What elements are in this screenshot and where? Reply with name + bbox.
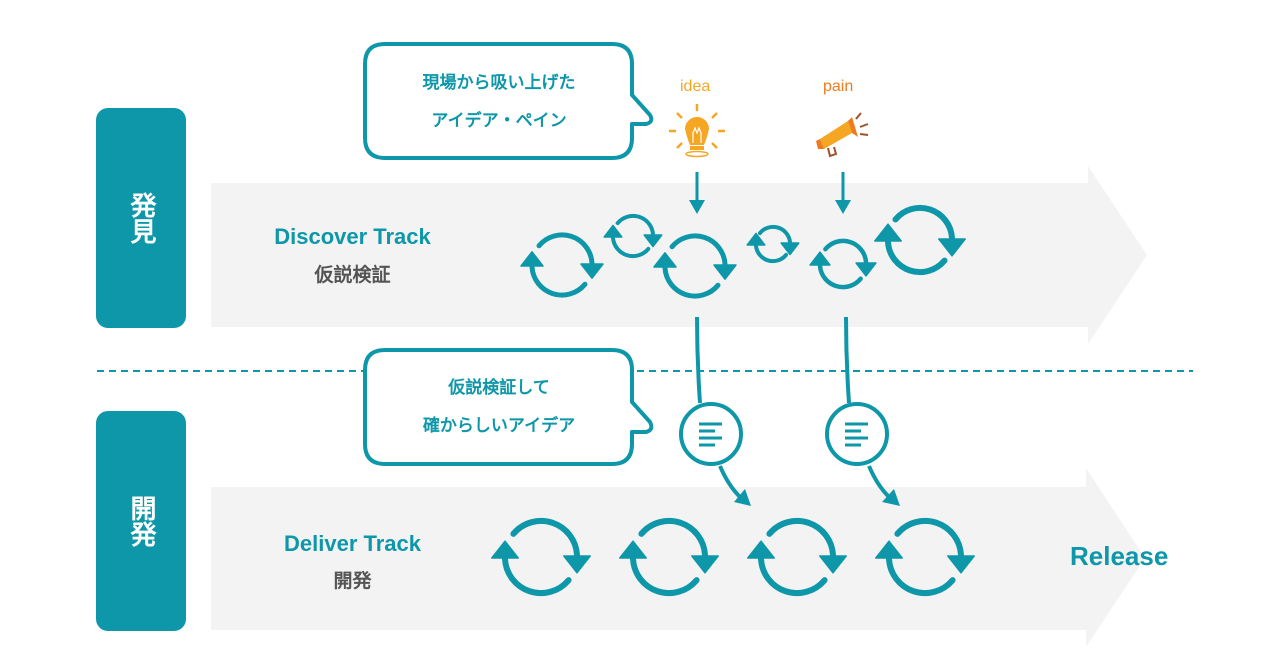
document-lines-icon	[825, 402, 889, 466]
deliver-track-title: Deliver Track	[284, 531, 421, 556]
megaphone-icon	[816, 112, 869, 158]
discover-track-arrow	[211, 166, 1147, 344]
refresh-cycle-icon	[747, 517, 847, 597]
phase-box-discover: 発見	[96, 108, 186, 328]
transfer-connector-2	[844, 316, 900, 506]
phase-label-deliver: 開発	[126, 495, 156, 547]
discover-track-title: Discover Track	[274, 224, 431, 249]
refresh-cycle-icon	[520, 232, 604, 298]
refresh-cycle-icon	[746, 224, 800, 264]
idea-down-arrow	[689, 172, 705, 214]
pain-down-arrow	[835, 172, 851, 214]
refresh-cycle-icon	[875, 517, 975, 597]
phase-box-deliver: 開発	[96, 411, 186, 631]
middle-bubble-line1: 仮説検証して	[448, 378, 550, 398]
release-label: Release	[1070, 541, 1169, 571]
deliver-track-arrow	[211, 468, 1145, 647]
transfer-connector-1	[695, 316, 751, 506]
idea-label: idea	[680, 78, 711, 95]
refresh-cycle-icon	[603, 213, 663, 259]
pain-label: pain	[823, 78, 854, 95]
middle-bubble-text: 仮説検証して 確からしいアイデア	[368, 369, 630, 445]
top-bubble-line2: アイデア・ペイン	[431, 111, 567, 131]
top-bubble-line1: 現場から吸い上げた	[422, 73, 576, 93]
refresh-cycle-icon	[874, 204, 966, 276]
top-bubble-text: 現場から吸い上げた アイデア・ペイン	[368, 64, 630, 140]
refresh-cycle-icon	[619, 517, 719, 597]
discover-track-subtitle: 仮説検証	[314, 264, 391, 286]
document-lines-icon	[679, 402, 743, 466]
refresh-cycle-icon	[809, 238, 877, 290]
lightbulb-icon	[669, 104, 725, 158]
phase-label-discover: 発見	[126, 192, 156, 244]
refresh-cycle-icon	[491, 517, 591, 597]
refresh-cycle-icon	[653, 233, 737, 299]
deliver-track-subtitle: 開発	[333, 570, 372, 592]
top-speech-bubble	[363, 42, 654, 160]
middle-bubble-line2: 確からしいアイデア	[422, 416, 576, 436]
middle-speech-bubble	[363, 348, 654, 466]
